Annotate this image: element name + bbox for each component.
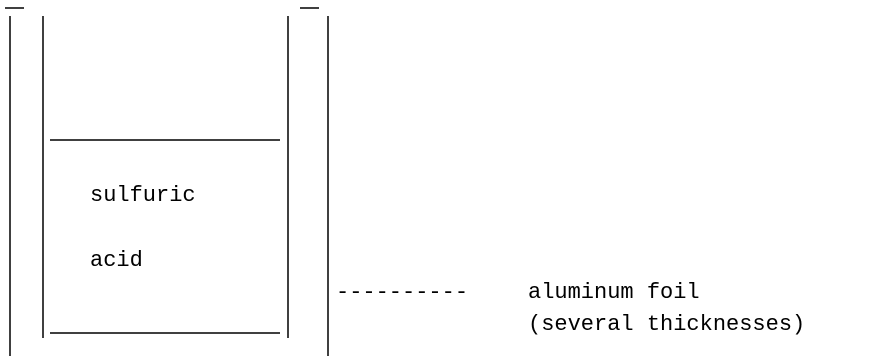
foil-label-line1: aluminum foil [528,280,700,305]
acid-label-line1: sulfuric [90,183,196,208]
foil-label-line2: (several thicknesses) [528,312,805,337]
foil-leader-line: ---------- [336,280,468,305]
acid-label-line2: acid [90,248,143,273]
